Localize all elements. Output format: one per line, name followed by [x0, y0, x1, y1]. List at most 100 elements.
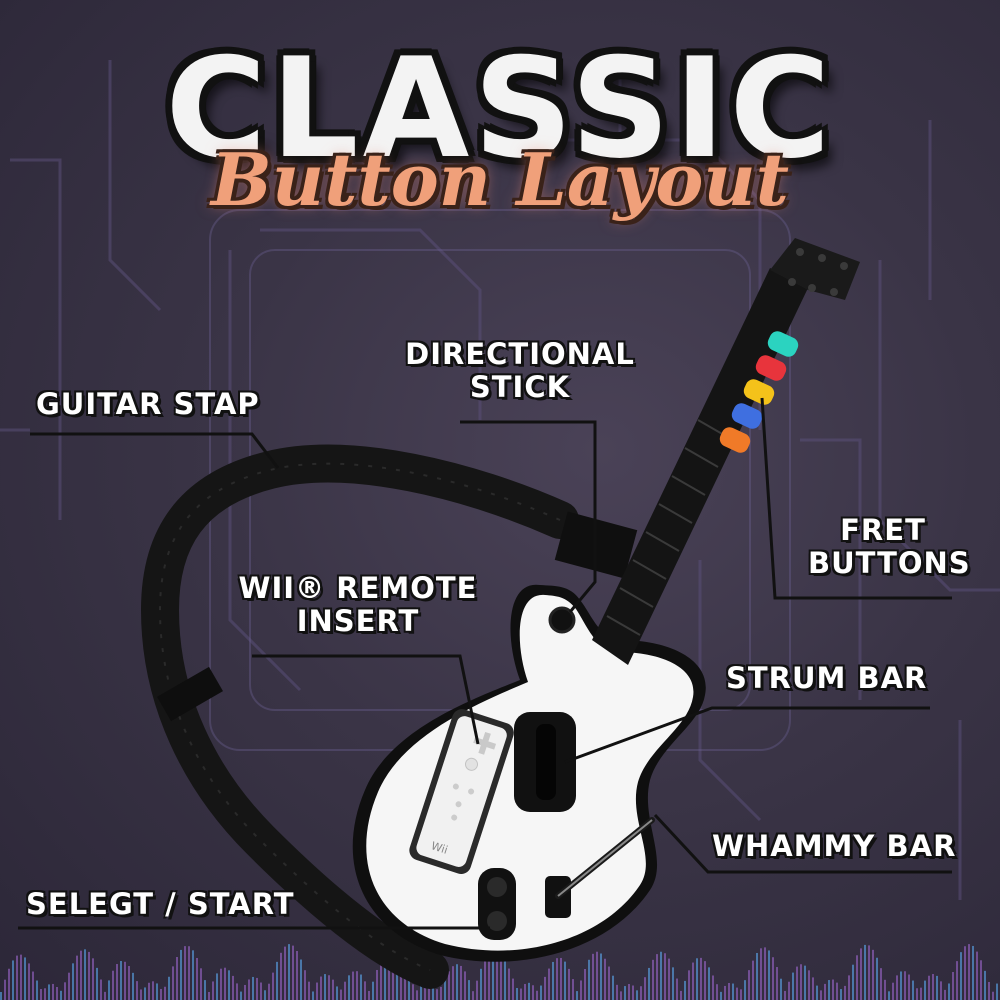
equalizer-bar: [656, 954, 658, 1000]
equalizer-bar: [944, 989, 946, 1000]
equalizer-bar: [884, 979, 886, 1000]
equalizer-bar: [924, 980, 926, 1000]
equalizer-bar: [436, 989, 438, 1000]
equalizer-bar: [548, 968, 550, 1000]
equalizer-bar: [712, 975, 714, 1000]
equalizer-bar: [252, 976, 254, 1000]
equalizer-bar: [788, 981, 790, 1000]
equalizer-bar: [804, 965, 806, 1000]
fret-button-blue: [731, 403, 763, 429]
equalizer-bar: [916, 988, 918, 1000]
equalizer-bar: [780, 978, 782, 1000]
equalizer-bar: [624, 986, 626, 1000]
equalizer-bar: [200, 968, 202, 1000]
equalizer-bar: [240, 991, 242, 1000]
equalizer-bar: [956, 961, 958, 1000]
equalizer-bar: [288, 944, 290, 1000]
equalizer-bar: [912, 980, 914, 1000]
equalizer-bar: [968, 944, 970, 1000]
equalizer-bar: [784, 990, 786, 1000]
equalizer-bar: [348, 975, 350, 1000]
fret-button-yellow: [743, 379, 775, 405]
equalizer-bar: [244, 984, 246, 1000]
equalizer-bar: [364, 981, 366, 1000]
equalizer-bar: [620, 991, 622, 1000]
equalizer-bar: [544, 976, 546, 1000]
equalizer-bar: [180, 949, 182, 1000]
equalizer-bar: [680, 990, 682, 1000]
equalizer-bar: [992, 991, 994, 1000]
equalizer-bar: [216, 973, 218, 1000]
equalizer-bar: [896, 975, 898, 1000]
equalizer-bar: [504, 959, 506, 1000]
equalizer-bar: [872, 949, 874, 1000]
equalizer-bar: [276, 961, 278, 1000]
wii-remote-callout: WII® REMOTE INSERT: [238, 571, 478, 639]
equalizer-bar: [608, 966, 610, 1000]
equalizer-bar: [220, 968, 222, 1000]
equalizer-bar: [296, 950, 298, 1000]
equalizer-bar: [468, 980, 470, 1000]
equalizer-bar: [304, 970, 306, 1000]
equalizer-bar: [484, 958, 486, 1000]
equalizer-bar: [900, 971, 902, 1000]
directional-stick-label-line2: STICK: [469, 370, 571, 405]
equalizer-bar: [176, 957, 178, 1000]
equalizer-bar: [64, 982, 66, 1000]
equalizer-bar: [236, 983, 238, 1000]
equalizer-bar: [8, 968, 10, 1000]
equalizer-bar: [768, 950, 770, 1000]
equalizer-bar: [844, 985, 846, 1000]
equalizer-bar: [328, 975, 330, 1000]
equalizer-bar: [36, 980, 38, 1000]
equalizer-bar: [904, 971, 906, 1000]
equalizer-bar: [452, 966, 454, 1000]
equalizer-bar: [248, 979, 250, 1000]
equalizer-bar: [800, 964, 802, 1000]
equalizer-bar: [268, 983, 270, 1000]
equalizer-bar: [864, 944, 866, 1000]
equalizer-bar: [284, 946, 286, 1000]
equalizer-bar: [972, 945, 974, 1000]
equalizer-bar: [488, 951, 490, 1000]
equalizer-bar: [228, 970, 230, 1000]
equalizer-bar: [580, 980, 582, 1000]
equalizer-bar: [628, 984, 630, 1000]
equalizer-bar: [600, 953, 602, 1000]
equalizer-bar: [560, 957, 562, 1000]
equalizer-bar: [108, 980, 110, 1000]
equalizer-bar: [428, 979, 430, 1000]
equalizer-bar: [144, 987, 146, 1000]
fret-buttons-label-line2: BUTTONS: [808, 546, 971, 581]
equalizer-bar: [412, 984, 414, 1000]
equalizer-bar: [48, 984, 50, 1000]
equalizer-bar: [764, 947, 766, 1000]
equalizer-bar: [40, 989, 42, 1000]
equalizer-bar: [820, 990, 822, 1000]
equalizer-bar: [160, 988, 162, 1000]
equalizer-bar: [132, 972, 134, 1000]
equalizer-bar: [104, 991, 106, 1000]
equalizer-bar: [84, 949, 86, 1000]
equalizer-bar: [716, 984, 718, 1000]
equalizer-bar: [384, 950, 386, 1000]
equalizer-bar: [128, 966, 130, 1000]
equalizer-bar: [72, 963, 74, 1000]
equalizer-bar: [432, 983, 434, 1000]
equalizer-bar: [44, 988, 46, 1000]
equalizer-bar: [644, 977, 646, 1000]
equalizer-bar: [584, 968, 586, 1000]
equalizer-bar: [868, 945, 870, 1000]
equalizer-bar: [92, 958, 94, 1000]
equalizer-bar: [964, 946, 966, 1000]
equalizer-bar: [340, 989, 342, 1000]
equalizer-bar: [4, 979, 6, 1000]
equalizer-bar: [572, 979, 574, 1000]
equalizer-bar: [192, 950, 194, 1000]
equalizer-bar: [136, 981, 138, 1000]
equalizer-bar: [140, 989, 142, 1000]
equalizer-bar: [980, 960, 982, 1000]
equalizer-bar: [920, 987, 922, 1000]
